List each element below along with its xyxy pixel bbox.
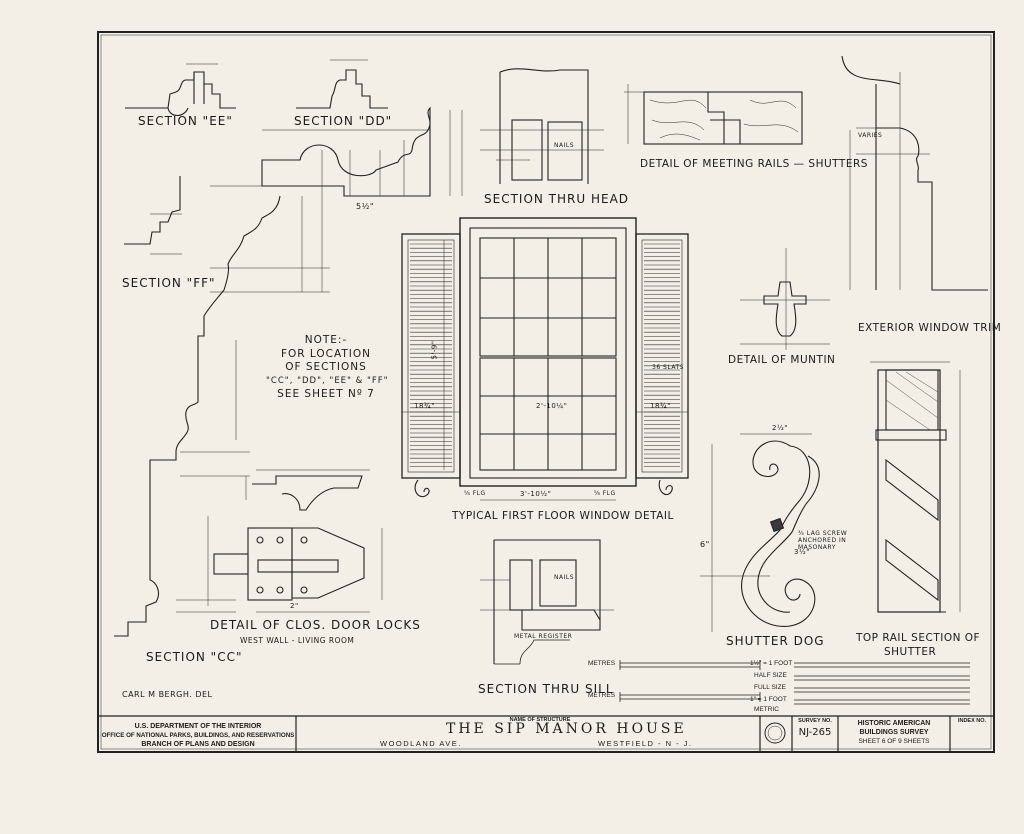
index-caption: INDEX NO.: [957, 718, 987, 724]
section-dd-large-profile: [261, 106, 463, 197]
scale-bars: [619, 660, 970, 705]
dim-label: 5'-9": [430, 340, 439, 360]
habs-line: HISTORIC AMERICAN: [857, 720, 931, 727]
shutter-dog-drawing: [700, 433, 820, 632]
section-thru-head-drawing: [480, 68, 604, 184]
typical-window-drawing: [401, 217, 689, 501]
dim-label: 5½": [356, 202, 375, 211]
draftsman-signature: CARL M BERGH. DEL: [122, 690, 213, 699]
closet-locks-sublabel: WEST WALL - LIVING ROOM: [240, 636, 355, 645]
top-rail-drawing: [870, 361, 961, 613]
cornice-profile: [114, 185, 330, 637]
closet-locks-label: DETAIL OF CLOS. DOOR LOCKS: [210, 618, 421, 632]
dim-label: 3'-10½": [520, 490, 552, 498]
typical-window-label: TYPICAL FIRST FLOOR WINDOW DETAIL: [452, 510, 674, 522]
section-cc-label: SECTION "CC": [146, 650, 243, 664]
section-thru-head-label: SECTION THRU HEAD: [484, 192, 630, 206]
agency-line: BRANCH OF PLANS AND DESIGN: [141, 741, 255, 748]
note-line: "CC", "DD", "EE" & "FF": [266, 375, 389, 386]
section-dd-drawing: [296, 59, 388, 109]
dim-label: 3½": [794, 548, 810, 556]
meeting-rails-drawing: [624, 84, 803, 145]
structure-name: THE SIP MANOR HOUSE: [446, 721, 687, 737]
scale-label-right: METRIC: [754, 706, 779, 713]
section-dd-label: SECTION "DD": [294, 114, 393, 128]
agency-line: U.S. DEPARTMENT OF THE INTERIOR: [134, 723, 262, 730]
dim-label: ¾ LAG SCREW ANCHORED IN MASONARY: [798, 530, 848, 551]
exterior-window-trim-drawing: [841, 55, 988, 291]
shutter-louvers: [410, 243, 680, 467]
city: WESTFIELD - N - J.: [598, 739, 693, 748]
agency-block: U.S. DEPARTMENT OF THE INTERIOR OFFICE O…: [100, 722, 296, 749]
muntin-label: DETAIL OF MUNTIN: [728, 354, 836, 366]
note-line: FOR LOCATION: [280, 347, 371, 360]
meeting-rails-label: DETAIL OF MEETING RAILS — SHUTTERS: [640, 158, 868, 170]
section-ee-label: SECTION "EE": [138, 114, 233, 128]
habs-block: HISTORIC AMERICAN BUILDINGS SURVEY SHEET…: [838, 719, 950, 746]
dim-label: 6": [700, 540, 710, 549]
scale-label-right: 1½" = 1 FOOT: [750, 660, 793, 667]
section-thru-sill-drawing: [480, 539, 614, 665]
dim-label: METAL REGISTER: [514, 633, 573, 640]
shutter-dog-label: SHUTTER DOG: [726, 634, 825, 648]
section-ff-label: SECTION "FF": [122, 276, 216, 290]
dim-label: 2'-10¼": [536, 402, 568, 410]
dim-label: NAILS: [554, 142, 575, 149]
section-ff-small: [124, 176, 182, 255]
note-line: NOTE:-: [304, 334, 348, 346]
name-caption: NAME OF STRUCTURE: [509, 717, 571, 723]
dim-label: 2": [290, 602, 299, 610]
section-ee-drawing: [125, 63, 236, 117]
agency-line: OFFICE OF NATIONAL PARKS, BUILDINGS, AND…: [101, 732, 295, 739]
survey-seal: [764, 722, 786, 744]
muntin-drawing: [740, 248, 830, 350]
scale-label-right: 1" = 1 FOOT: [750, 696, 787, 703]
survey-number: NJ-265: [798, 727, 832, 738]
section-thru-sill-label: SECTION THRU SILL: [478, 682, 614, 696]
note-line: SEE SHEET Nº 7: [277, 388, 375, 400]
scale-label-right: FULL SIZE: [754, 684, 786, 691]
closet-lock-drawing: [207, 469, 383, 613]
sheet-border: [97, 31, 995, 753]
note-line: OF SECTIONS: [285, 361, 367, 373]
sections-note: NOTE:- FOR LOCATION OF SECTIONS "CC", "D…: [266, 334, 389, 402]
title-block: [98, 715, 994, 752]
survey-caption: SURVEY NO.: [798, 718, 832, 724]
dim-label: NAILS: [554, 574, 575, 581]
exterior-window-trim-label: EXTERIOR WINDOW TRIM: [858, 322, 1002, 334]
scale-label-left: METRES: [588, 660, 616, 667]
habs-line: BUILDINGS SURVEY: [859, 729, 929, 736]
dim-label: 36 SLATS: [652, 364, 684, 371]
street-address: WOODLAND AVE.: [380, 739, 462, 748]
dim-label: ⅝ FLG: [464, 490, 486, 497]
dim-label: VARIES: [858, 132, 883, 139]
dim-label: 2½": [772, 424, 788, 432]
top-rail-label-2: SHUTTER: [884, 646, 937, 658]
scale-label-left: METRES: [588, 692, 616, 699]
dim-label: ⅝ FLG: [594, 490, 616, 497]
top-rail-label-1: TOP RAIL SECTION OF: [856, 632, 981, 644]
scale-label-right: HALF SIZE: [754, 672, 787, 679]
dim-label: 18¾": [414, 402, 435, 410]
dim-label: 18¾": [650, 402, 671, 410]
sheet-info: SHEET 6 OF 9 SHEETS: [858, 738, 930, 745]
